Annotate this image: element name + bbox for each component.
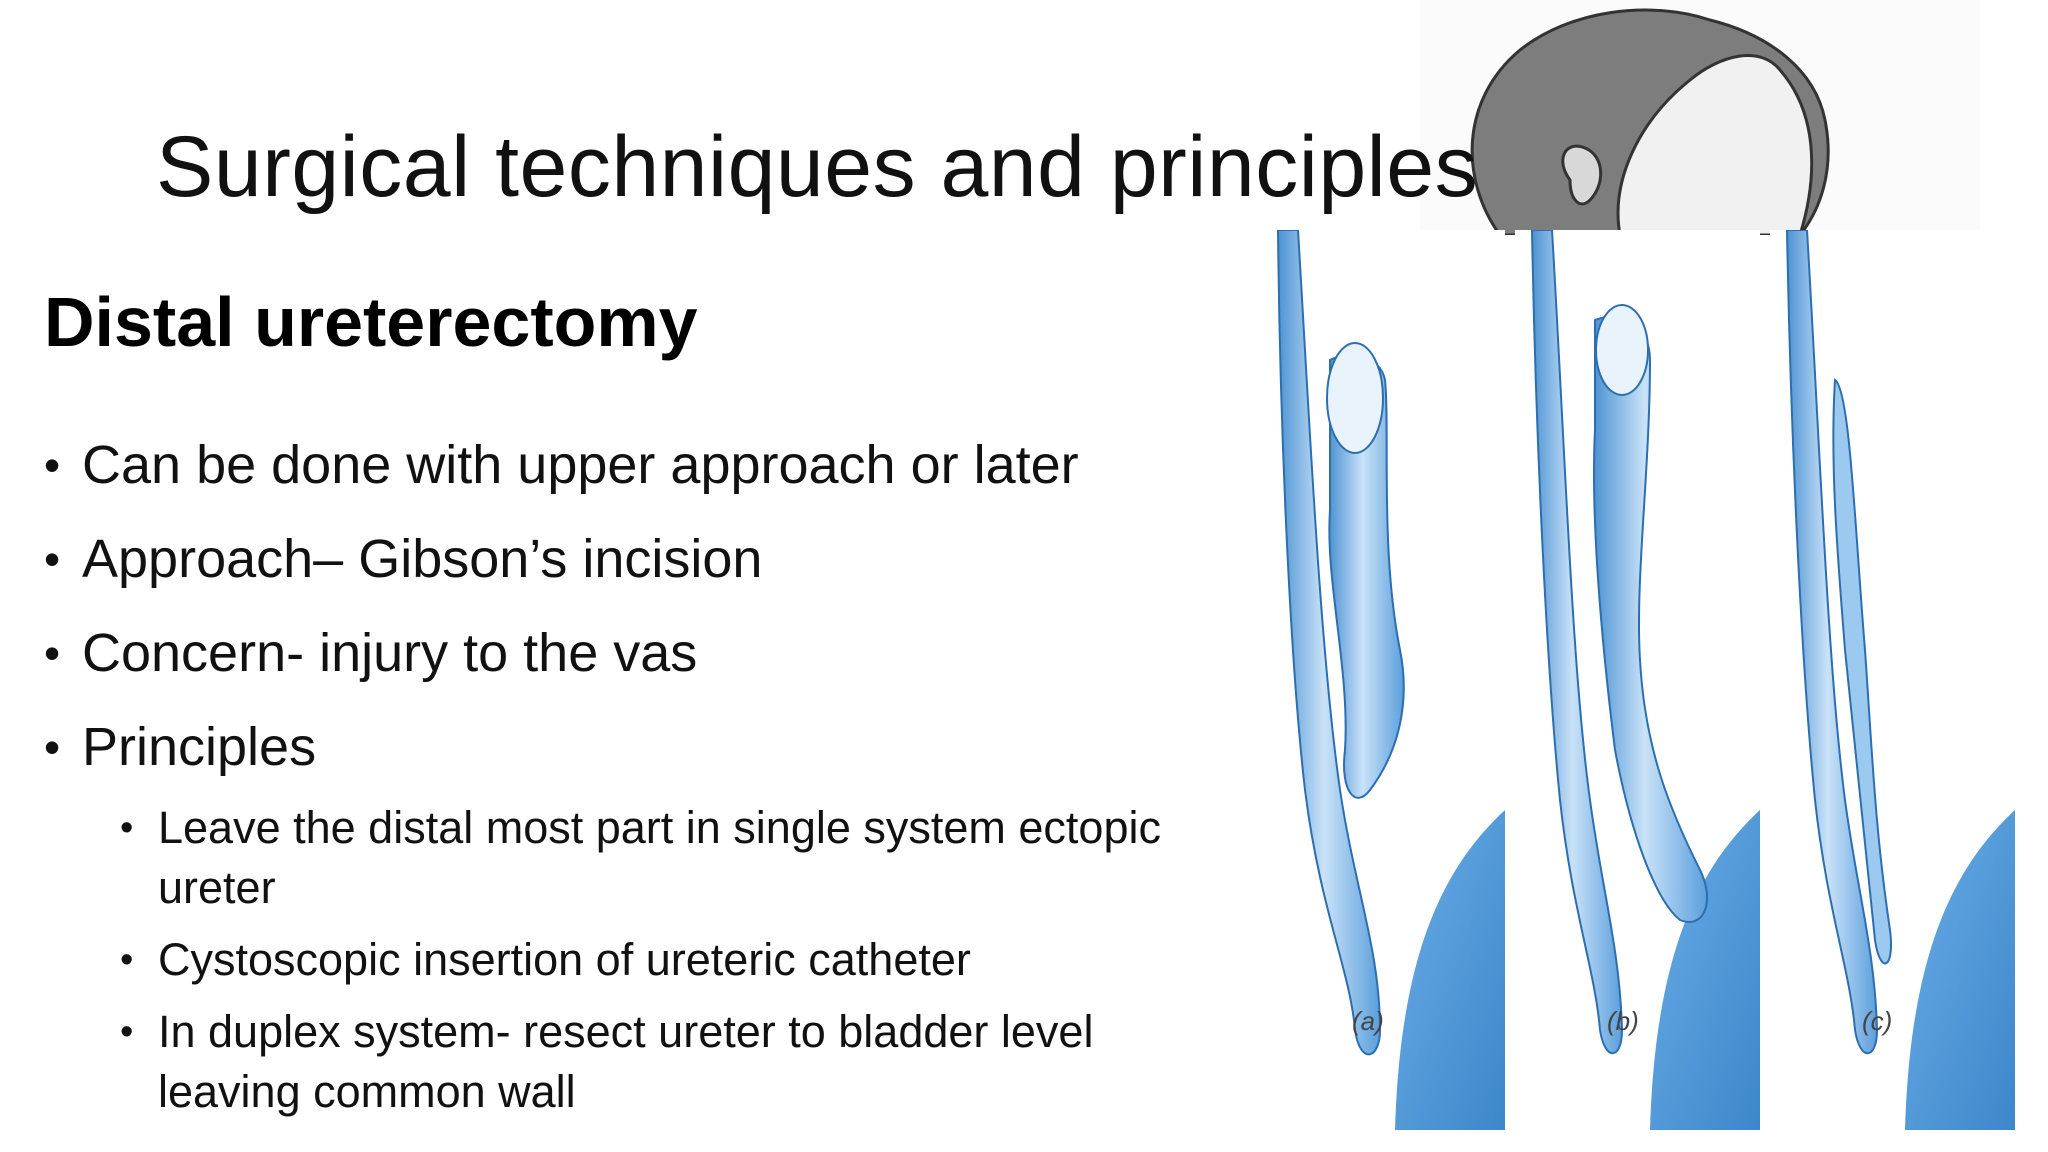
panel-c [1770, 230, 2015, 1130]
panel-label-c: (c) [1862, 1006, 1892, 1036]
panel-b [1515, 230, 1760, 1130]
sub-bullet-item: In duplex system- resect ureter to bladd… [120, 1002, 1210, 1122]
bullet-item: Principles [44, 712, 1244, 782]
bullet-item: Approach– Gibson’s incision [44, 524, 1244, 594]
bullet-list: Can be done with upper approach or later… [44, 430, 1244, 1134]
panel-a [1260, 230, 1505, 1130]
sub-bullet-item: Leave the distal most part in single sys… [120, 798, 1210, 918]
sub-bullet-list: Leave the distal most part in single sys… [120, 798, 1210, 1122]
bullet-item: Can be done with upper approach or later [44, 430, 1244, 500]
panel-label-b: (b) [1607, 1006, 1639, 1036]
sub-bullet-item: Cystoscopic insertion of ureteric cathet… [120, 930, 1210, 990]
panel-label-a: (a) [1352, 1006, 1384, 1036]
ureterectomy-illustration: (a) (b) (c) [1260, 230, 2015, 1130]
infant-head-illustration [1420, 0, 1980, 235]
section-heading: Distal ureterectomy [44, 283, 698, 361]
slide-title: Surgical techniques and principles [156, 119, 1479, 215]
bullet-item: Concern- injury to the vas [44, 618, 1244, 688]
